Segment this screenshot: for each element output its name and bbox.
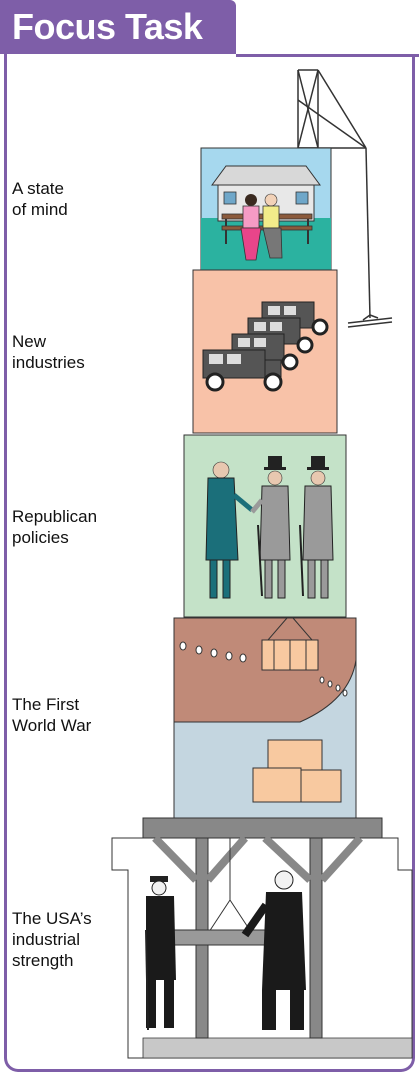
panel-border bbox=[4, 54, 415, 1072]
porthole-icon bbox=[179, 641, 348, 697]
block-first-world-war bbox=[173, 617, 357, 819]
label-state-of-mind: A state of mind bbox=[12, 179, 68, 219]
block-state-of-mind bbox=[200, 147, 332, 271]
worker-figure-icon bbox=[145, 876, 176, 1031]
man-figure-icon bbox=[250, 456, 291, 599]
crate-icon bbox=[252, 739, 342, 803]
page-title: Focus Task bbox=[12, 6, 203, 47]
label-industrial-strength: The USA’s industrial strength bbox=[12, 909, 92, 970]
worker-figure-icon bbox=[241, 870, 306, 1030]
car-icon bbox=[202, 349, 283, 392]
man-figure-icon bbox=[299, 456, 334, 599]
block-new-industries bbox=[192, 269, 338, 434]
block-republican-policies bbox=[183, 434, 347, 618]
label-republican-policies: Republican policies bbox=[12, 507, 98, 547]
label-new-industries: New industries bbox=[12, 332, 85, 372]
label-first-world-war: The First World War bbox=[12, 695, 92, 735]
crate-icon bbox=[261, 639, 319, 671]
man-figure-icon bbox=[205, 461, 254, 599]
block-industrial-strength bbox=[111, 817, 413, 1059]
header-bar: Focus Task bbox=[0, 0, 236, 54]
header-rule bbox=[236, 54, 419, 57]
